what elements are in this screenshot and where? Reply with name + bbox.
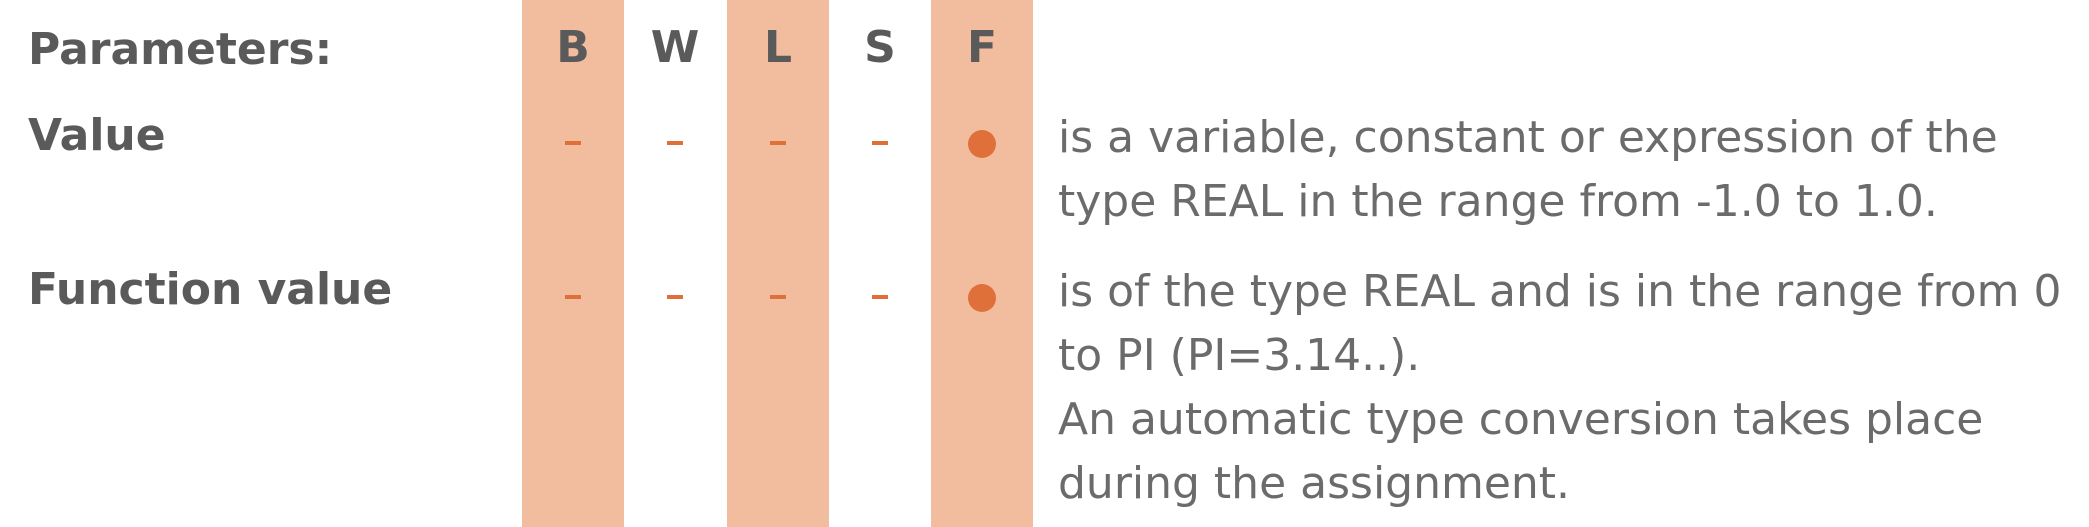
- column-header-w: W: [650, 22, 700, 73]
- mark-function-s-dash: [829, 286, 931, 305]
- description-text: is of the type REAL and is in the range …: [1058, 266, 2062, 381]
- column-band-f: [931, 0, 1033, 527]
- mark-function-b-dash: [522, 286, 624, 305]
- column-band-l: [727, 0, 829, 527]
- mark-value-s-dash: [829, 132, 931, 151]
- mark-function-f-dot: [931, 284, 1033, 312]
- parameters-heading: Parameters:: [28, 24, 333, 75]
- mark-value-l-dash: [727, 132, 829, 151]
- column-header-f: F: [966, 22, 998, 73]
- column-header-l: L: [763, 22, 793, 73]
- description-text: is a variable, constant or expression of…: [1058, 112, 1998, 227]
- row-description-function-value: is of the type REAL and is in the range …: [1058, 260, 2068, 516]
- row-label-value: Value: [28, 110, 166, 161]
- row-description-value: is a variable, constant or expression of…: [1058, 106, 2068, 234]
- row-label-function-value: Function value: [28, 264, 393, 315]
- column-header-b: B: [556, 22, 590, 73]
- description-text: An automatic type conversion takes place…: [1058, 394, 1984, 509]
- mark-value-f-dot: [931, 130, 1033, 158]
- column-header-s: S: [864, 22, 896, 73]
- column-band-b: [522, 0, 624, 527]
- mark-function-l-dash: [727, 286, 829, 305]
- mark-function-w-dash: [624, 286, 726, 305]
- mark-value-w-dash: [624, 132, 726, 151]
- mark-value-b-dash: [522, 132, 624, 151]
